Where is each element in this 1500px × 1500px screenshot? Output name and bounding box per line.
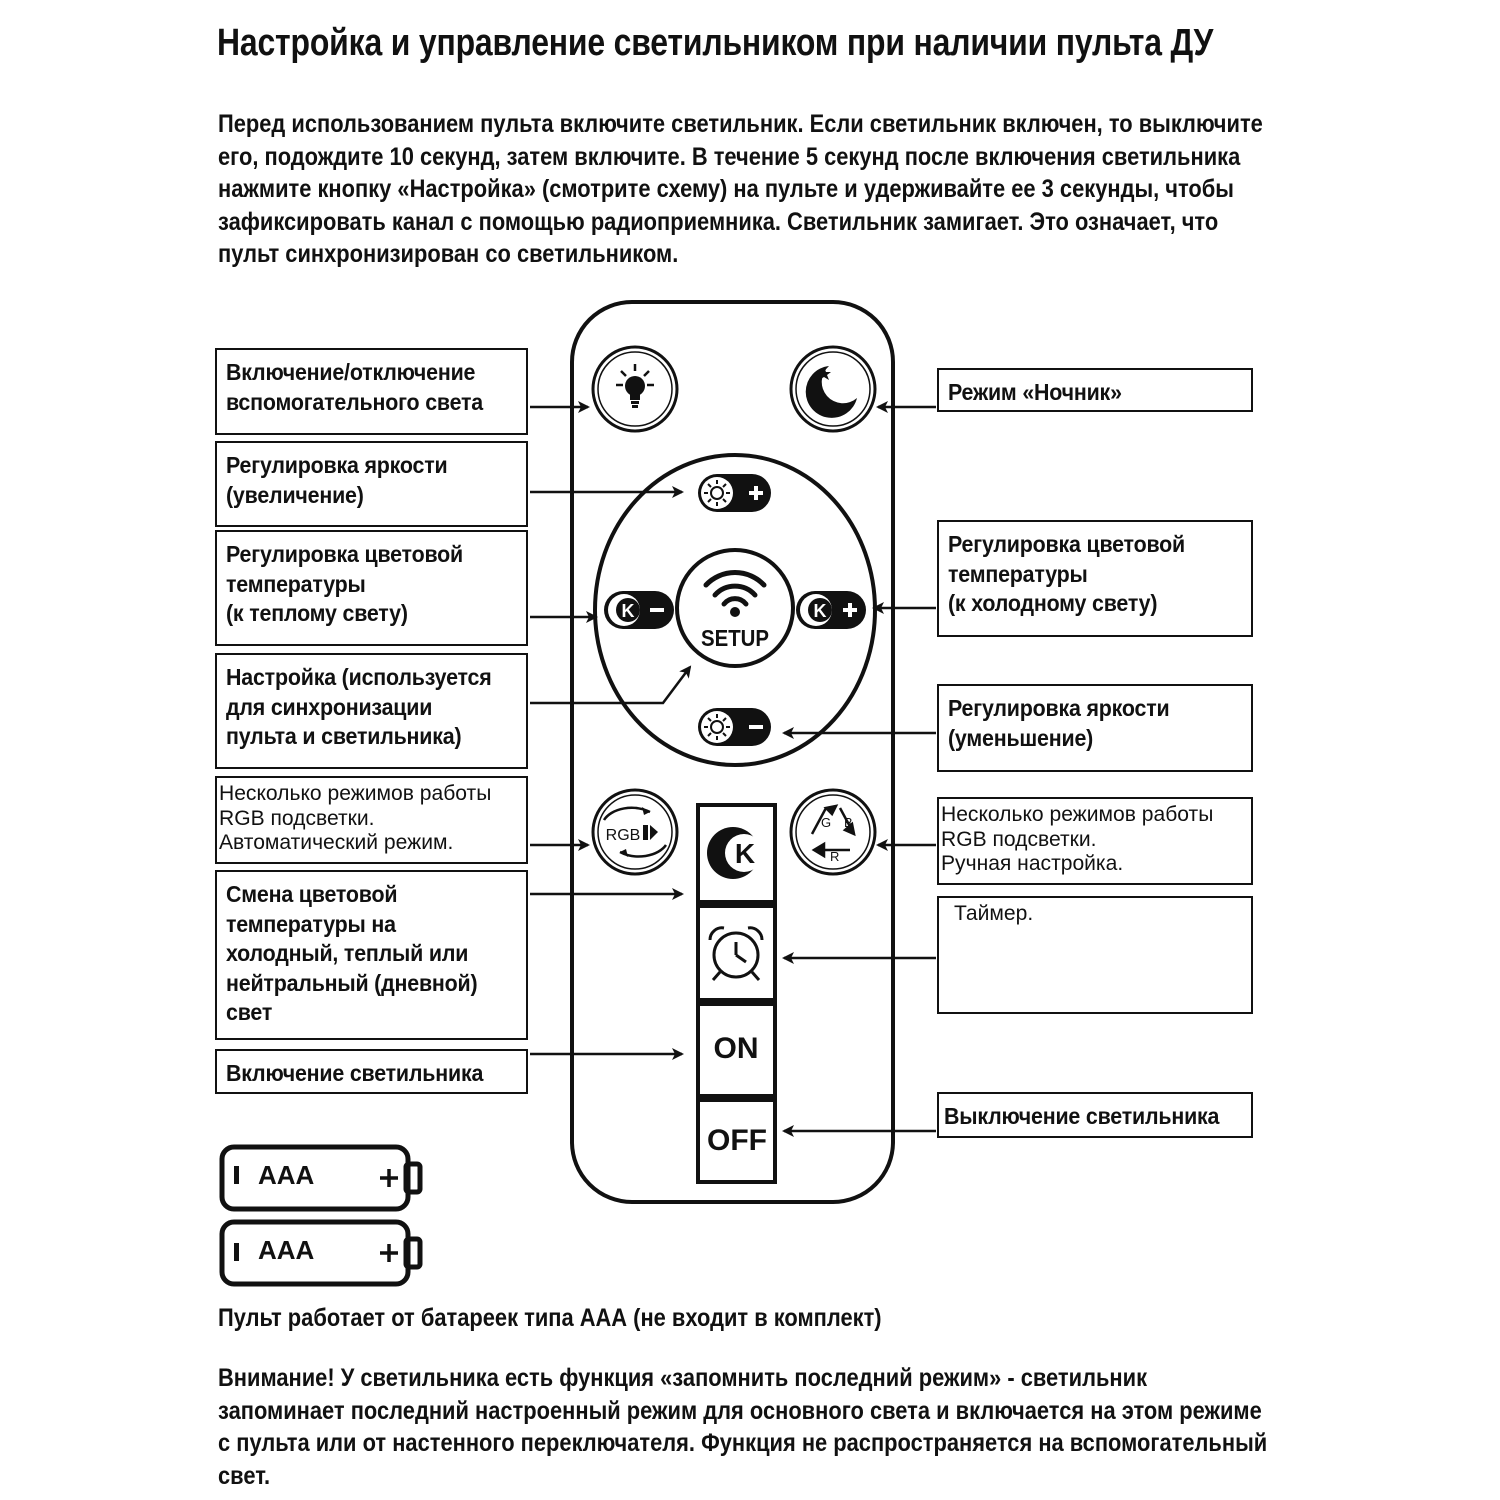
k-icon: K (814, 601, 827, 621)
label-power-off: Выключение светильника (937, 1092, 1253, 1138)
k-icon: K (622, 601, 635, 621)
temp-warm-button[interactable]: K (604, 591, 674, 629)
rgb-auto-button[interactable]: RGB (591, 788, 679, 876)
alarm-clock-icon (708, 926, 764, 981)
wifi-icon (703, 570, 767, 607)
timer-button[interactable] (696, 904, 777, 1002)
label-rgb-auto: Несколько режимов работы RGB подсветки. … (215, 776, 528, 864)
bulb-icon (616, 364, 654, 408)
on-button[interactable]: ON (696, 1002, 777, 1098)
brightness-down-button[interactable] (698, 708, 771, 746)
rgb-manual-button[interactable]: G B R (789, 788, 877, 876)
rgb-cycle-icon: RGB (602, 806, 668, 858)
battery-label: AAA (258, 1160, 315, 1190)
memory-note: Внимание! У светильника есть функция «за… (218, 1364, 1268, 1490)
k-icon: K (735, 838, 755, 869)
battery-label: AAA (258, 1235, 315, 1265)
label-aux-light: Включение/отключение вспомогательного св… (215, 348, 528, 435)
label-night-mode: Режим «Ночник» (937, 368, 1253, 412)
aux-light-button[interactable] (591, 345, 679, 433)
callout-arrows (530, 401, 936, 1137)
temp-cold-button[interactable]: K (796, 591, 866, 629)
label-temp-warm: Регулировка цветовой температуры (к тепл… (215, 530, 528, 646)
label-brightness-down: Регулировка яркости (уменьшение) (937, 684, 1253, 772)
battery-note: Пульт работает от батареек типа ААА (не … (218, 1304, 882, 1332)
svg-text:RGB: RGB (606, 827, 641, 844)
label-power-on: Включение светильника (215, 1049, 528, 1094)
setup-button[interactable]: SETUP (675, 548, 795, 668)
label-temp-switch: Смена цветовой температуры на холодный, … (215, 870, 528, 1040)
brightness-up-button[interactable] (698, 474, 771, 512)
battery-icon (219, 1219, 423, 1287)
star-icon (817, 367, 831, 380)
page-title: Настройка и управление светильником при … (217, 22, 1214, 64)
label-timer: Таймер. (937, 896, 1253, 1014)
off-button[interactable]: OFF (696, 1098, 777, 1184)
k-mode-button[interactable]: K (696, 803, 777, 904)
intro-paragraph: Перед использованием пульта включите све… (218, 110, 1263, 268)
off-label: OFF (707, 1124, 767, 1157)
recycle-icon (810, 804, 856, 859)
label-brightness-up: Регулировка яркости (увеличение) (215, 441, 528, 527)
label-setup: Настройка (используется для синхронизаци… (215, 653, 528, 769)
label-rgb-manual: Несколько режимов работы RGB подсветки. … (937, 797, 1253, 885)
plus-icon (749, 486, 763, 500)
night-mode-button[interactable] (789, 345, 877, 433)
rgb-letter-b: B (844, 815, 853, 830)
sun-icon (704, 714, 730, 740)
setup-label: SETUP (701, 625, 769, 651)
sun-icon (704, 480, 730, 506)
rgb-letter-g: G (821, 815, 831, 830)
moon-icon (805, 366, 857, 418)
on-label: ON (714, 1032, 759, 1065)
label-temp-cold: Регулировка цветовой температуры (к холо… (937, 520, 1253, 637)
rgb-letter-r: R (830, 849, 839, 864)
plus-icon (843, 603, 857, 617)
battery-icon (219, 1144, 423, 1212)
